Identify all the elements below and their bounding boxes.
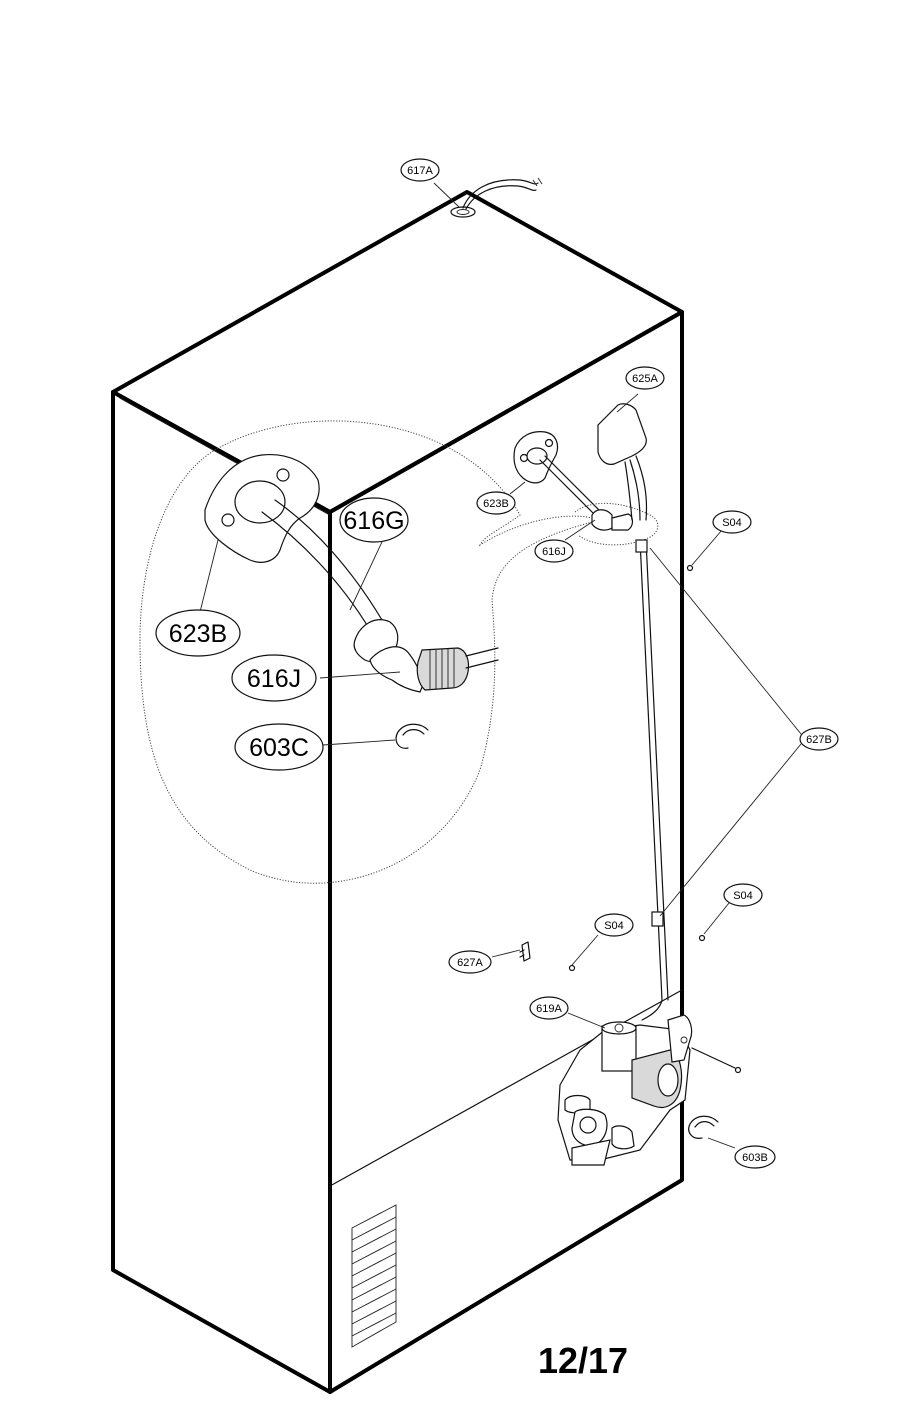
detail-616j-elbow [369, 646, 499, 693]
svg-text:623B: 623B [169, 620, 227, 648]
svg-text:623B: 623B [483, 498, 509, 510]
callout-627b: 627B [799, 727, 839, 751]
screw-s04c [568, 964, 576, 972]
grommet-617a [450, 177, 543, 218]
callout-603b: 603B [734, 1145, 776, 1169]
callout-s04-left: S04 [594, 913, 634, 937]
detail-623b-bracket [204, 453, 320, 563]
cabinet [111, 190, 684, 1394]
callout-s04-top: S04 [712, 510, 752, 534]
water-line [635, 539, 669, 1021]
callout-619a: 619A [529, 996, 569, 1020]
clip-603b [688, 1115, 719, 1139]
valve-619a [557, 1014, 742, 1166]
svg-text:S04: S04 [604, 920, 624, 932]
svg-text:616J: 616J [247, 665, 301, 693]
callout-s04-right: S04 [723, 883, 763, 907]
clip-627a [519, 941, 531, 962]
svg-text:603B: 603B [742, 1152, 768, 1164]
svg-text:627A: 627A [457, 957, 483, 969]
detail-bubble [139, 420, 602, 884]
detail-callout-623b: 623B [155, 609, 241, 657]
callout-627a: 627A [448, 950, 492, 974]
callout-623b: 623B [476, 491, 516, 515]
screw-s04a [686, 564, 694, 572]
detail-callout-616g: 616G [339, 497, 409, 543]
detail-603c-clip [395, 723, 429, 749]
detail-callout-603c: 603C [234, 723, 324, 771]
svg-text:625A: 625A [632, 373, 658, 385]
detail-callout-616j: 616J [231, 654, 317, 702]
svg-text:603C: 603C [249, 734, 309, 762]
svg-text:616G: 616G [343, 507, 404, 535]
svg-text:627B: 627B [806, 734, 832, 746]
callout-625a: 625A [625, 366, 665, 390]
callout-617a: 617A [400, 158, 440, 182]
svg-text:619A: 619A [536, 1003, 562, 1015]
page-number: 12/17 [538, 1340, 628, 1381]
svg-text:616J: 616J [542, 546, 566, 558]
svg-text:617A: 617A [407, 165, 433, 177]
svg-text:S04: S04 [733, 890, 753, 902]
elbow-616j [574, 502, 659, 546]
screw-s04b [698, 934, 706, 942]
vent-grille [351, 1204, 397, 1348]
svg-text:S04: S04 [722, 517, 742, 529]
bracket-623b [513, 431, 601, 516]
callout-616j: 616J [534, 539, 574, 563]
sensor-625a [597, 403, 648, 521]
